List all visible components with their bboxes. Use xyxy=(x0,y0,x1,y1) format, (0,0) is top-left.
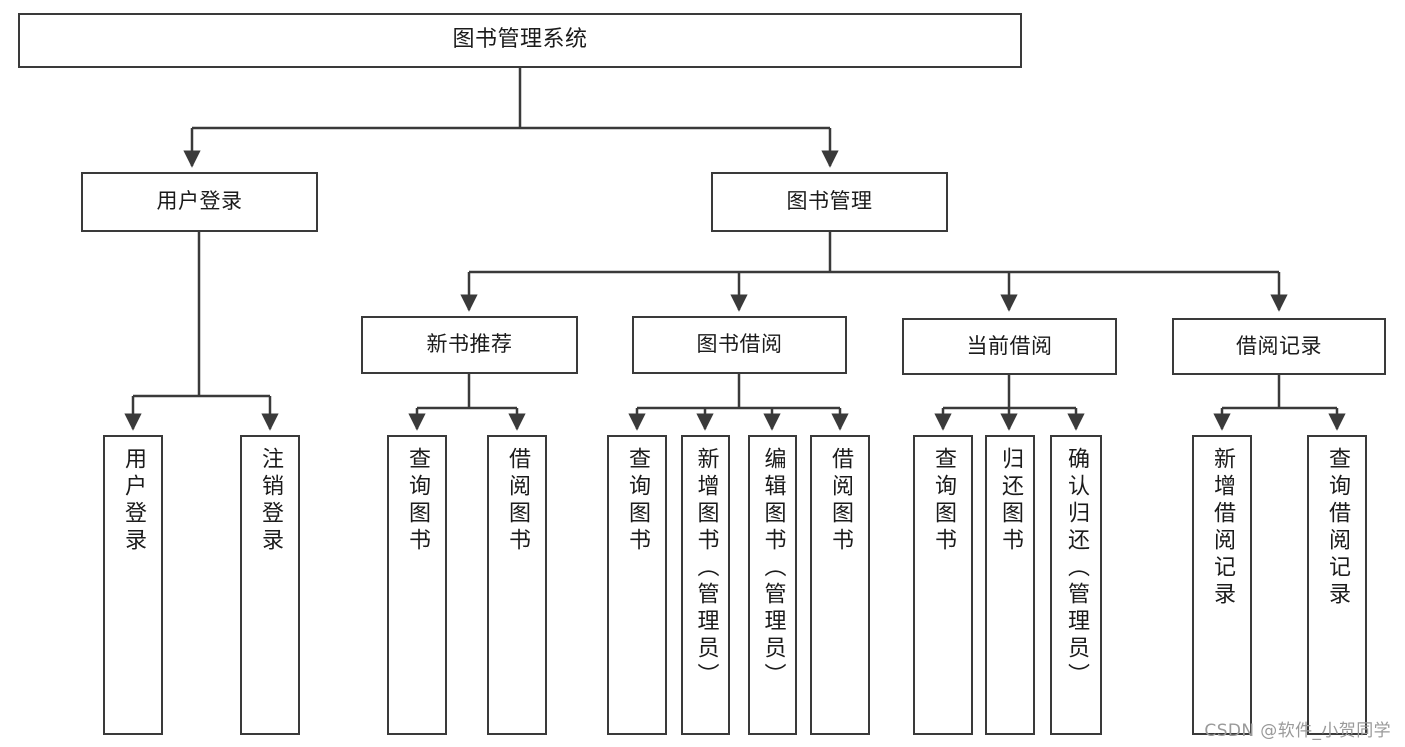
leaf-book-borrow-add-book-admin[interactable]: 新增图书（管理员） xyxy=(681,435,730,735)
leaf-current-borrow-return-book[interactable]: 归还图书 xyxy=(985,435,1035,735)
leaf-new-book-query-book[interactable]: 查询图书 xyxy=(387,435,447,735)
node-label: 查询图书 xyxy=(625,447,650,555)
node-label: 编辑图书（管理员） xyxy=(760,447,786,690)
leaf-current-borrow-confirm-return-admin[interactable]: 确认归还（管理员） xyxy=(1050,435,1102,735)
leaf-borrow-record-query-record[interactable]: 查询借阅记录 xyxy=(1307,435,1367,735)
leaf-book-borrow-edit-book-admin[interactable]: 编辑图书（管理员） xyxy=(748,435,797,735)
node-user-login[interactable]: 用户登录 xyxy=(81,172,318,232)
node-label: 借阅图书 xyxy=(828,447,853,555)
node-label: 图书管理 xyxy=(786,189,873,214)
node-book-borrow[interactable]: 图书借阅 xyxy=(632,316,847,374)
node-root-book-management-system[interactable]: 图书管理系统 xyxy=(18,13,1022,68)
node-label: 图书管理系统 xyxy=(452,27,588,53)
leaf-current-borrow-query-book[interactable]: 查询图书 xyxy=(913,435,973,735)
node-label: 新增借阅记录 xyxy=(1210,447,1235,609)
leaf-new-book-borrow-book[interactable]: 借阅图书 xyxy=(487,435,547,735)
node-current-borrow[interactable]: 当前借阅 xyxy=(902,318,1117,375)
node-label: 新增图书（管理员） xyxy=(693,447,719,690)
leaf-user-login-login[interactable]: 用户登录 xyxy=(103,435,163,735)
leaf-book-borrow-borrow-book[interactable]: 借阅图书 xyxy=(810,435,870,735)
node-label: 查询图书 xyxy=(405,447,430,555)
node-label: 图书借阅 xyxy=(696,332,783,357)
node-borrow-record[interactable]: 借阅记录 xyxy=(1172,318,1386,375)
node-label: 查询借阅记录 xyxy=(1325,447,1350,609)
node-label: 用户登录 xyxy=(156,189,243,214)
node-label: 用户登录 xyxy=(121,447,146,555)
node-new-book-recommend[interactable]: 新书推荐 xyxy=(361,316,578,374)
leaf-borrow-record-add-record[interactable]: 新增借阅记录 xyxy=(1192,435,1252,735)
watermark-text: CSDN @软件_小贺同学 xyxy=(1204,721,1391,741)
node-label: 查询图书 xyxy=(931,447,956,555)
node-label: 借阅图书 xyxy=(505,447,530,555)
node-label: 借阅记录 xyxy=(1236,333,1322,358)
node-label: 注销登录 xyxy=(258,447,283,555)
node-book-management[interactable]: 图书管理 xyxy=(711,172,948,232)
leaf-book-borrow-query-book[interactable]: 查询图书 xyxy=(607,435,667,735)
node-label: 确认归还（管理员） xyxy=(1064,447,1089,690)
node-label: 新书推荐 xyxy=(426,332,513,357)
node-label: 当前借阅 xyxy=(966,333,1053,358)
leaf-user-login-logout[interactable]: 注销登录 xyxy=(240,435,300,735)
node-label: 归还图书 xyxy=(998,447,1023,555)
